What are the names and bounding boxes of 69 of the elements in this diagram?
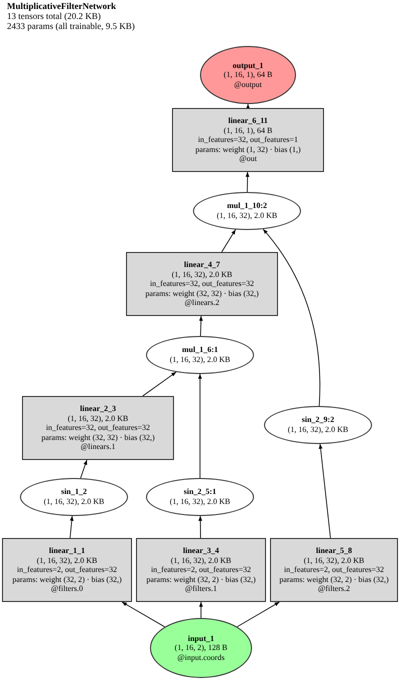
node-detail: @input.coords (177, 652, 225, 662)
node-detail: (1, 16, 32), 2.0 KB (288, 425, 348, 435)
arrow (318, 444, 331, 538)
arrow (262, 228, 320, 406)
node-detail: (1, 16, 32), 2.0 KB (170, 556, 232, 566)
node-title: input_1 (188, 634, 214, 644)
node-title: sin_2_5:1 (184, 487, 216, 497)
node-detail: (1, 16, 1), 64 B (224, 126, 272, 136)
layer-box (2, 538, 132, 602)
node-detail: @filters.0 (50, 584, 84, 594)
node-detail: (1, 16, 32), 2.0 KB (304, 556, 364, 566)
summary-text: 2433 params (all trainable, 9.5 KB) (7, 22, 135, 32)
layer-box (136, 538, 266, 602)
node-detail: (1, 16, 1), 64 B (224, 70, 272, 80)
node-detail: (1, 16, 32), 2.0 KB (172, 270, 232, 280)
node-title: sin_1_2 (61, 487, 87, 497)
node-detail: in_features=32, out_features=1 (198, 135, 298, 145)
arrow (246, 172, 250, 192)
arrow (199, 316, 203, 336)
node-detail: (1, 16, 32), 2.0 KB (68, 414, 128, 424)
node-detail: params: weight (32, 2) · bias (32,) (12, 574, 122, 584)
node-title: linear_3_4 (183, 546, 219, 556)
node-detail: in_features=32, out_features=32 (150, 279, 254, 289)
arrow (221, 229, 236, 252)
node-detail: in_features=2, out_features=32 (284, 565, 384, 575)
layer-box (22, 396, 174, 460)
node-detail: params: weight (32, 2) · bias (32,) (279, 574, 389, 584)
node-detail: @output (234, 80, 262, 90)
node-title: sin_2_9:2 (302, 415, 334, 425)
node-detail: (1, 16, 32), 2.0 KB (216, 211, 278, 221)
node-title: linear_1_1 (49, 546, 85, 556)
layer-box (126, 252, 278, 316)
node-title: mul_1_10:2 (227, 201, 267, 211)
summary-text: 13 tensors total (20.2 KB) (7, 12, 101, 22)
node-detail: (1, 16, 2), 128 B (174, 643, 228, 653)
arrow (70, 516, 74, 538)
arrow (142, 372, 177, 396)
arrow (236, 602, 280, 628)
arrow (198, 374, 202, 478)
arrow (122, 602, 166, 628)
layer-box (270, 538, 398, 602)
node-title: mul_1_6:1 (182, 345, 218, 355)
node-detail: (1, 16, 32), 2.0 KB (44, 497, 104, 507)
layer-box (172, 108, 324, 172)
arrow (246, 104, 250, 109)
arrow (80, 460, 88, 479)
node-detail: (1, 16, 32), 2.0 KB (170, 497, 230, 507)
node-detail: @out (239, 154, 257, 164)
node-detail: params: weight (32, 32) · bias (32,) (41, 432, 155, 442)
node-title: linear_5_8 (316, 546, 352, 556)
diagram-title: MultiplicativeFilterNetwork (7, 2, 117, 12)
node-detail: @filters.2 (318, 584, 350, 594)
node-detail: params: weight (32, 2) · bias (32,) (146, 574, 256, 584)
arrow (199, 602, 203, 618)
node-detail: (1, 16, 32), 2.0 KB (170, 355, 230, 365)
node-detail: in_features=2, out_features=32 (16, 565, 118, 575)
node-detail: @filters.1 (184, 584, 218, 594)
node-title: linear_2_3 (80, 404, 116, 414)
node-detail: params: weight (1, 32) · bias (1,) (195, 144, 301, 154)
node-detail: @linears.2 (184, 298, 220, 308)
node-detail: in_features=32, out_features=32 (46, 423, 150, 433)
node-title: linear_6_11 (228, 116, 268, 126)
node-detail: params: weight (32, 32) · bias (32,) (145, 288, 259, 298)
arrow (198, 516, 202, 538)
node-title: linear_4_7 (184, 260, 220, 270)
node-detail: (1, 16, 32), 2.0 KB (36, 556, 98, 566)
node-detail: in_features=2, out_features=32 (150, 565, 252, 575)
node-detail: @linears.1 (80, 442, 116, 452)
node-title: output_1 (232, 60, 264, 70)
